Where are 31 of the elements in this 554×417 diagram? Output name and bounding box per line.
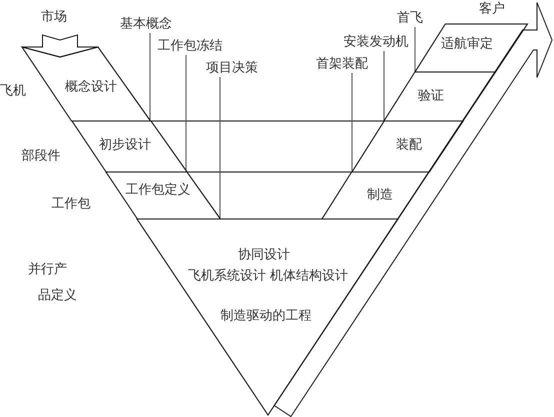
phase-parallelogram xyxy=(322,172,429,219)
flow-label: 客户 xyxy=(479,2,505,16)
milestone-label: 首飞 xyxy=(397,10,423,26)
phase-label: 概念设计 xyxy=(65,80,117,94)
phase-parallelogram xyxy=(352,121,463,172)
phase-parallelogram xyxy=(414,24,528,72)
level-label: 飞机 xyxy=(0,84,26,98)
phase-triangle xyxy=(137,219,398,415)
milestone-label: 工作包冻结 xyxy=(158,38,222,54)
leader-line xyxy=(414,26,416,72)
phase-label: 初步设计 xyxy=(99,138,151,152)
phase-label: 工作包定义 xyxy=(125,182,190,198)
milestone-label: 基本概念 xyxy=(120,16,172,32)
flow-label: 市场 xyxy=(41,10,67,24)
milestone-label: 项目决策 xyxy=(206,60,258,76)
phase-label: 验证 xyxy=(418,88,444,104)
milestone-label: 安装发动机 xyxy=(344,34,408,50)
level-label: 并行产品定义 xyxy=(28,261,78,305)
phase-parallelogram xyxy=(72,121,187,172)
phase-parallelogram xyxy=(106,172,220,219)
block-arrow xyxy=(274,2,553,417)
phase-label: 协同设计 xyxy=(238,248,290,262)
level-label: 部段件 xyxy=(22,148,60,164)
milestone-label: 首架装配 xyxy=(316,56,368,72)
phase-label: 制造驱动的工程 xyxy=(220,308,312,324)
phase-label: 制造 xyxy=(367,188,393,202)
phase-label: 飞机系统设计 机体结构设计 xyxy=(188,268,348,284)
phase-label: 适航审定 xyxy=(440,36,493,52)
phase-parallelogram xyxy=(384,72,496,121)
phase-label: 装配 xyxy=(396,138,422,152)
level-label: 工作包 xyxy=(52,196,90,212)
